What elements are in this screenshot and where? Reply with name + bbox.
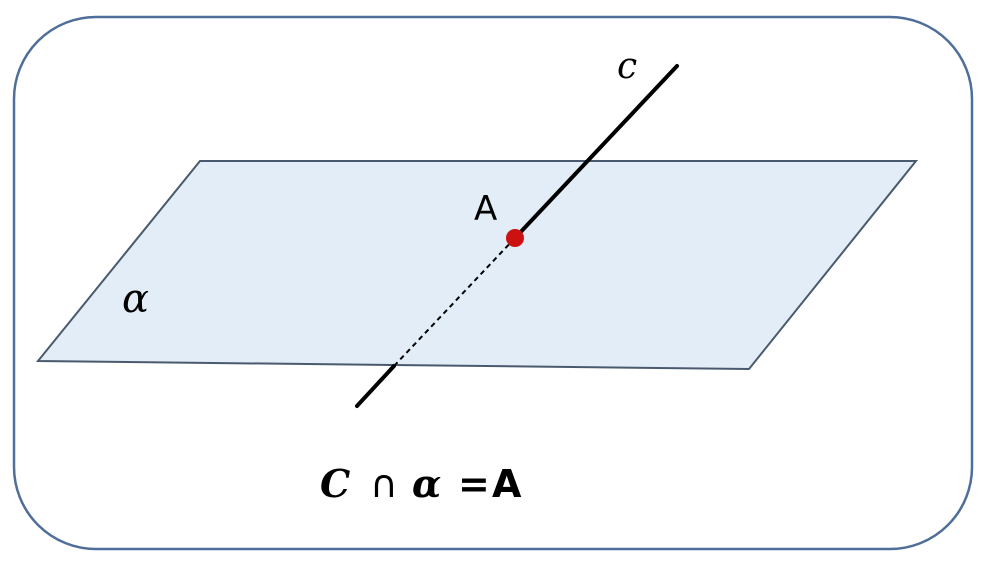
equation-lhs: C xyxy=(320,461,350,506)
equation-intersect-symbol: ∩ xyxy=(370,462,398,506)
equation-equals: = xyxy=(458,462,490,506)
equation: C ∩ α = A xyxy=(320,461,522,506)
point-label: A xyxy=(474,189,497,229)
equation-plane: α xyxy=(412,461,441,506)
line-c-hidden xyxy=(393,237,516,367)
line-c-upper xyxy=(513,64,679,240)
point-a xyxy=(506,229,524,247)
line-c-lower xyxy=(355,364,396,408)
plane-alpha xyxy=(35,160,919,371)
line-label: c xyxy=(617,46,637,87)
equation-rhs: A xyxy=(492,462,522,506)
plane-label: α xyxy=(122,276,149,322)
